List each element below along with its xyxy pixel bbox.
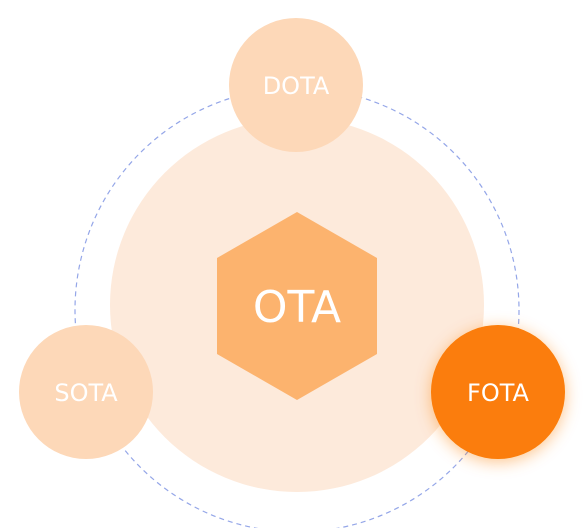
fota-label: FOTA [467,379,529,407]
sota-circle [19,325,153,459]
ota-label: OTA [253,282,341,333]
dota-circle [229,18,363,152]
sota-label: SOTA [54,379,118,407]
sota-node: SOTA [19,325,153,459]
dota-label: DOTA [263,72,330,100]
fota-circle [431,325,565,459]
dota-node: DOTA [229,18,363,152]
fota-node: FOTA [431,325,565,459]
ota-hexagon [217,212,377,400]
